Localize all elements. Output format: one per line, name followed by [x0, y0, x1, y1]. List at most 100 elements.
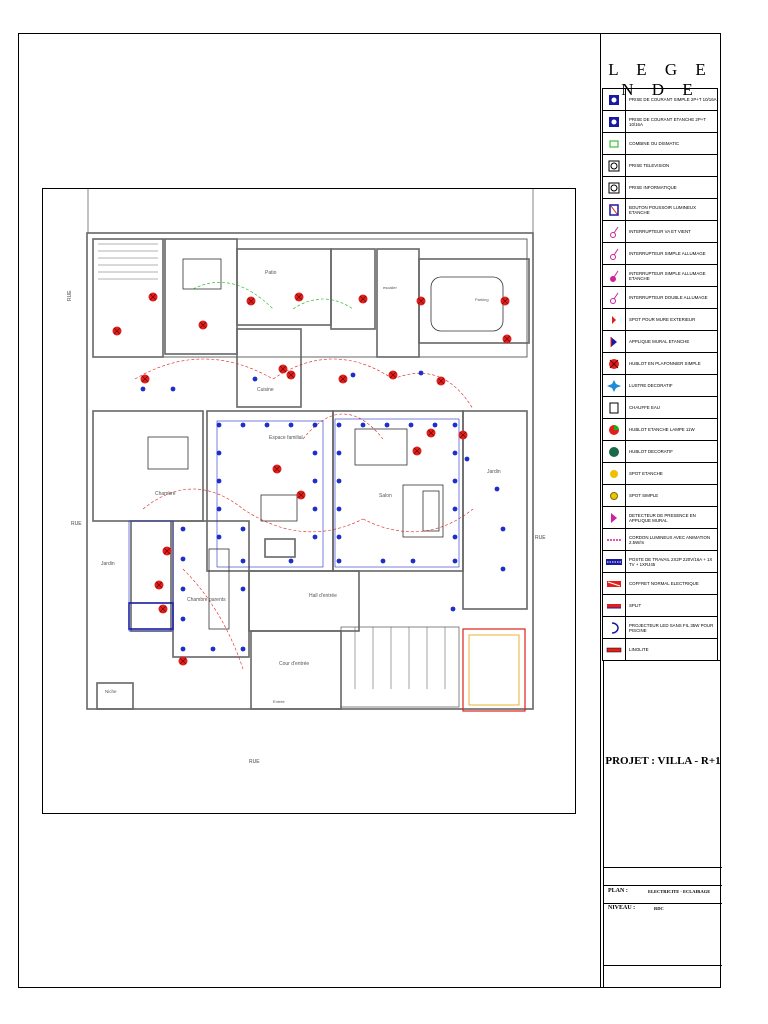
- ceiling-light: [388, 370, 398, 380]
- legend-label: SPOT SIMPLE: [625, 484, 718, 507]
- legend-symbol: [602, 308, 626, 331]
- street-right: RUE: [535, 535, 546, 541]
- legend-symbol: [602, 374, 626, 397]
- floor-plan-drawing: Patio Cuisine escalier Espace familial C…: [67, 189, 546, 765]
- socket-waterproof-icon: [609, 116, 619, 127]
- spot-light: [408, 422, 414, 428]
- legend-symbol: [602, 264, 626, 287]
- legend-label: INTERRUPTEUR SIMPLE ALLUMAGE ETANCHE: [625, 264, 718, 287]
- niveau-value: RDC: [654, 906, 664, 911]
- legend-symbol: [602, 154, 626, 177]
- spot-light: [418, 370, 424, 376]
- legend-row: SPLIT: [602, 594, 718, 617]
- legend-row: SPOT POUR MURE EXTERIEUR: [602, 308, 718, 331]
- legend-row: HUBLOT ETANCHE LAMPE 11W: [602, 418, 718, 441]
- pool-projector-icon: [611, 621, 619, 634]
- legend-symbol: [602, 330, 626, 353]
- room-chambre: Chambre: [155, 491, 176, 497]
- water-heater-icon: [609, 402, 619, 413]
- ceiling-light: [178, 656, 188, 666]
- spot-light: [312, 534, 318, 540]
- spot-light: [336, 534, 342, 540]
- salon-circuit: [128, 418, 460, 632]
- legend-symbol: [602, 418, 626, 441]
- legend-symbol: [602, 638, 626, 661]
- spot-light: [452, 478, 458, 484]
- title-block: PROJET : VILLA - R+1 PLAN : ELECTRICITE …: [603, 660, 722, 988]
- title-block-rule: [604, 867, 722, 868]
- legend-row: PRISE INFORMATIQUE: [602, 176, 718, 199]
- legend-label: PRISE INFORMATIQUE: [625, 176, 718, 199]
- ceiling-light: [502, 334, 512, 344]
- title-block-rule: [604, 885, 722, 886]
- spot-light: [216, 422, 222, 428]
- legend-symbol: [602, 220, 626, 243]
- legend-label: HUBLOT DECORATIF: [625, 440, 718, 463]
- spot-light: [500, 566, 506, 572]
- room-hall: Hall d'entrée: [309, 593, 337, 599]
- spot-light: [312, 422, 318, 428]
- spot-light: [240, 586, 246, 592]
- spot-light: [240, 646, 246, 652]
- legend-label: INTERRUPTEUR VA ET VIENT: [625, 220, 718, 243]
- legend-row: INTERRUPTEUR DOUBLE ALLUMAGE: [602, 286, 718, 309]
- legend-label: COFFRET NORMAL ELECTRIQUE: [625, 572, 718, 595]
- spot-light: [264, 422, 270, 428]
- legend-symbol: [602, 286, 626, 309]
- room-jardin-left: Jardin: [101, 561, 115, 567]
- legend-row: COMBINE OU DISMATIC: [602, 132, 718, 155]
- ceiling-light: [286, 370, 296, 380]
- spot-light: [252, 376, 258, 382]
- room-patio: Patio: [265, 270, 277, 276]
- legend-row: PRISE DE COURANT ETANCHE 2P+T 10/16A: [602, 110, 718, 133]
- wall-spot-icon: [612, 315, 616, 324]
- chandelier-icon: [607, 379, 621, 392]
- legend-symbol: [602, 550, 626, 573]
- single-switch-icon: [610, 248, 619, 260]
- street-bottom: RUE: [249, 759, 260, 765]
- legend-label: CORDON LUMINEUX AVEC ANIMATION 2.5W/m: [625, 528, 718, 551]
- tv-socket-icon: [608, 160, 620, 171]
- ceiling-light: [436, 376, 446, 386]
- spot-light: [336, 450, 342, 456]
- street-top-left: RUE: [67, 290, 73, 301]
- legend-label: PROJECTEUR LED SANS FIL 35W POUR PISCINE: [625, 616, 718, 639]
- plan-value: ELECTRICITE - ECLAIRAGE: [648, 889, 711, 894]
- ceiling-light: [278, 364, 288, 374]
- room-escalier: escalier: [383, 285, 397, 290]
- room-jardin-right: Jardin: [487, 469, 501, 475]
- room-parking: Parking: [475, 297, 489, 302]
- legend-label: PRISE TELEVISION: [625, 154, 718, 177]
- legend-row: CORDON LUMINEUX AVEC ANIMATION 2.5W/m: [602, 528, 718, 551]
- green-wiring: [192, 282, 354, 310]
- spot-light: [452, 558, 458, 564]
- spot-light: [452, 450, 458, 456]
- spot-light: [180, 556, 186, 562]
- legend-row: INTERRUPTEUR SIMPLE ALLUMAGE ETANCHE: [602, 264, 718, 287]
- room-cour: Cour d'entrée: [279, 661, 309, 667]
- furniture: [147, 258, 504, 630]
- legend-label: APPLIQUE MURAL ETANCHE: [625, 330, 718, 353]
- title-block-rule: [604, 965, 722, 966]
- electric-panel-icon: [607, 580, 621, 587]
- walls: [86, 189, 534, 712]
- legend-label: DETECTEUR DE PRESENCE EN APPLIQUE MURAL: [625, 506, 718, 529]
- room-chambre-parents: Chambre parents: [187, 597, 226, 603]
- legend-row: CHAUFFE EAU: [602, 396, 718, 419]
- legend-label: SPLIT: [625, 594, 718, 617]
- legend-label: INTERRUPTEUR DOUBLE ALLUMAGE: [625, 286, 718, 309]
- legend-label: PRISE DE COURANT ETANCHE 2P+T 10/16A: [625, 110, 718, 133]
- spot-light: [336, 558, 342, 564]
- legend-label: LUSTRE DECORATIF: [625, 374, 718, 397]
- spot-light: [170, 386, 176, 392]
- spot-light: [452, 534, 458, 540]
- sidebar-divider: [600, 33, 601, 988]
- legend-row: PRISE TELEVISION: [602, 154, 718, 177]
- legend-symbol: [602, 594, 626, 617]
- legend-row: LINOLITE: [602, 638, 718, 661]
- legend-row: PROJECTEUR LED SANS FIL 35W POUR PISCINE: [602, 616, 718, 639]
- niveau-label: NIVEAU :: [608, 905, 636, 911]
- spot-light: [180, 646, 186, 652]
- waterproof-spot-icon: [610, 469, 618, 478]
- legend-row: POSTE DE TRAVAIL 2X2P 220V/16A + 1X TV +…: [602, 550, 718, 573]
